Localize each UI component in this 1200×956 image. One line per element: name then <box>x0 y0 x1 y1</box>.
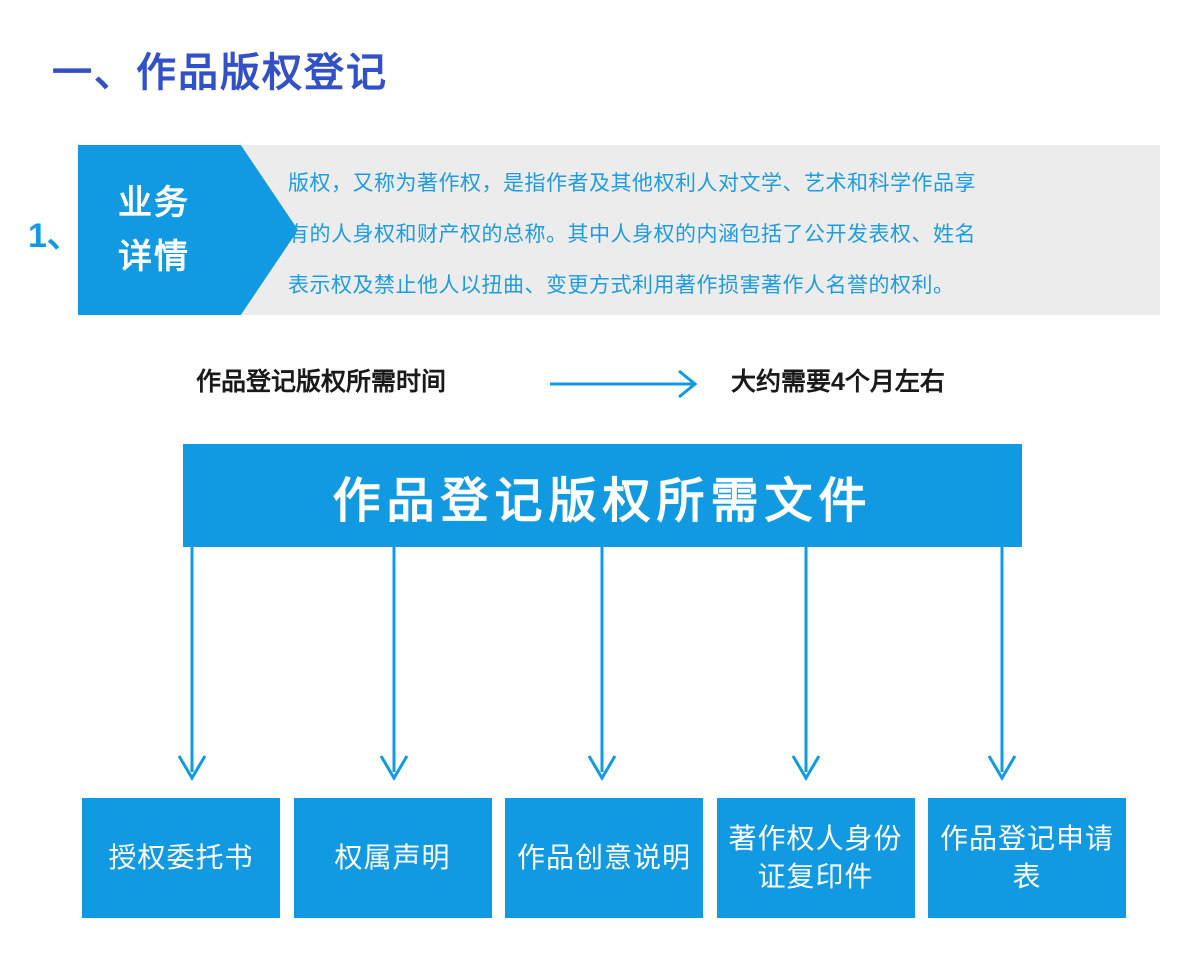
arrow-down-icon-2 <box>379 540 409 781</box>
arrow-down-icon-5 <box>987 540 1017 781</box>
required-documents-list: 授权委托书 权属声明 作品创意说明 著作权人身份证复印件 作品登记申请表 <box>82 798 1126 918</box>
business-details-line-3: 表示权及禁止他人以扭曲、变更方式利用著作损害著作人名誉的权利。 <box>288 274 955 297</box>
business-details-tag-line-1: 业务 <box>118 184 190 222</box>
document-box-2[interactable]: 权属声明 <box>293 798 492 918</box>
business-details-tag-line-2: 详情 <box>118 238 190 276</box>
required-documents-banner: 作品登记版权所需文件 <box>183 444 1022 547</box>
document-box-4[interactable]: 著作权人身份证复印件 <box>716 798 915 918</box>
document-box-3[interactable]: 作品创意说明 <box>505 798 703 918</box>
business-details-line-2: 有的人身权和财产权的总称。其中人身权的内涵包括了公开发表权、姓名 <box>288 223 976 246</box>
arrow-down-icon-3 <box>587 540 617 781</box>
arrow-down-icon-4 <box>791 540 821 781</box>
processing-time-row: 作品登记版权所需时间 大约需要4个月左右 <box>0 362 1200 402</box>
business-details-text: 版权，又称为著作权，是指作者及其他权利人对文学、艺术和科学作品享 有的人身权和财… <box>288 158 1156 311</box>
connector-arrows <box>177 540 1017 781</box>
section-index-label: 1、 <box>28 217 81 255</box>
arrow-right-icon <box>550 369 698 399</box>
processing-time-value: 大约需要4个月左右 <box>731 368 945 396</box>
arrow-down-icon-1 <box>177 540 207 781</box>
page-title: 一、作品版权登记 <box>52 51 388 95</box>
document-box-5[interactable]: 作品登记申请表 <box>928 798 1126 918</box>
business-details-line-1: 版权，又称为著作权，是指作者及其他权利人对文学、艺术和科学作品享 <box>288 172 976 195</box>
document-box-1[interactable]: 授权委托书 <box>82 798 280 918</box>
processing-time-label: 作品登记版权所需时间 <box>196 368 447 396</box>
